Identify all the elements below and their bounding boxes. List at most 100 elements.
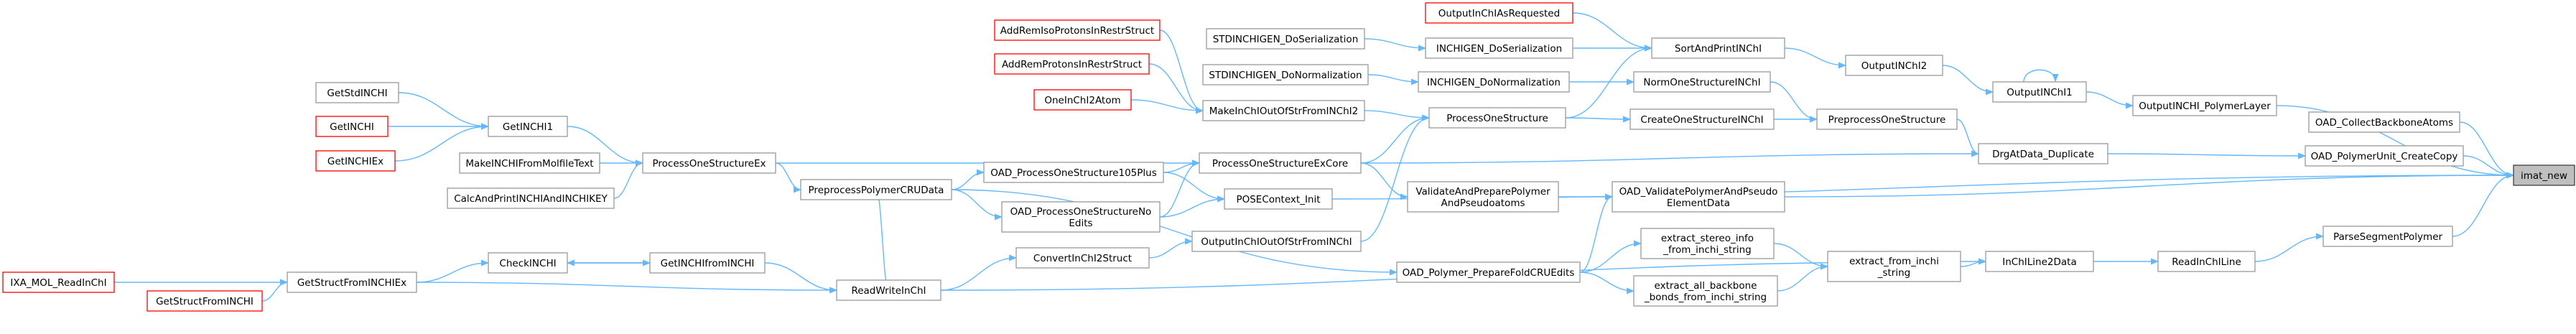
node-outputinchiasrequested[interactable]: OutputInChIAsRequested [1425,2,1573,24]
node-box [1612,181,1785,213]
edge-stdinchigen-doserialization-to-inchigen-doserialization [1364,38,1426,52]
node-box [315,82,399,103]
edge-preprocesspolymercrudata-to-oad-processonestructurenoedits [951,189,1003,221]
node-getstdinchi[interactable]: GetStdINCHI [315,82,399,103]
node-extract-stereo-info-from-inchi-string[interactable]: extract_stereo_info_from_inchi_string [1640,228,1775,259]
node-getinchiex[interactable]: GetINCHIEx [315,150,396,172]
node-box [1224,188,1333,210]
node-processonestructureexcore[interactable]: ProcessOneStructureExCore [1199,152,1362,174]
node-box [459,152,600,174]
node-box [488,116,568,137]
node-outputinchi1[interactable]: OutputINChI1 [1992,81,2087,103]
node-label: GetStructFromINCHIEx [297,277,406,289]
node-getstructfrominchiex[interactable]: GetStructFromINCHIEx [287,272,417,293]
node-oad-polymerunit-createcopy[interactable]: OAD_PolymerUnit_CreateCopy [2305,145,2464,167]
edge-sortandprintinchi-to-outputinchi2 [1784,47,1846,69]
node-ixa-mol-readinchi[interactable]: IXA_MOL_ReadInChI [2,272,115,293]
node-label: ProcessOneStructure [1446,113,1548,124]
node-outputinchioutofstrfrominchi[interactable]: OutputInChIOutOfStrFromINChI [1191,231,1362,252]
node-box [1396,261,1581,283]
edge-oad-processonestructure105plus-to-posecontext-init [1163,172,1225,203]
node-preprocesspolymercrudata[interactable]: PreprocessPolymerCRUData [800,179,952,200]
edge-outputinchioutofstrfrominchi-to-processonestructure [1360,114,1430,242]
node-label: OutputINCHI_PolymerLayer [2139,101,2271,112]
node-box [488,252,568,274]
node-createonestructureinchi[interactable]: CreateOneStructureINChI [1629,108,1775,130]
node-preprocessonestructure[interactable]: PreprocessOneStructure [1816,108,1958,130]
edge-getinchifrominchi-to-readwriteinchi [764,262,837,294]
node-label: ConvertInChI2Struct [1033,253,1132,264]
node-box [1629,108,1775,130]
node-readinchiline[interactable]: ReadInChILine [2157,251,2256,272]
edge-addremprotonsinrestrstruct-to-makeinchioutofstrfrominchi2 [1148,63,1204,114]
node-box [1845,55,1943,76]
node-label: PreprocessOneStructure [1828,114,1946,126]
node-parsesegmentpolymer[interactable]: ParseSegmentPolymer [2322,226,2453,247]
node-label: AddRemIsoProtonsInRestrStruct [1000,25,1154,37]
node-box [994,19,1161,41]
node-addremprotonsinrestrstruct[interactable]: AddRemProtonsInRestrStruct [994,53,1150,75]
edge-outputinchiasrequested-to-sortandprintinchi [1572,12,1652,52]
edge-getstructfrominchiex-to-checkinchi [416,259,489,283]
node-inchigen-donormalization[interactable]: INCHIGEN_DoNormalization [1418,71,1570,93]
node-box [994,53,1150,75]
node-extract-from-inchi-string[interactable]: extract_from_inchi_string [1827,251,1961,282]
node-extract-all-backbone-bonds-from-inchi-string[interactable]: extract_all_backbone_bonds_from_inchi_st… [1633,275,1778,307]
node-oad-processonestructure105plus[interactable]: OAD_ProcessOneStructure105Plus [983,162,1164,183]
node-sortandprintinchi[interactable]: SortAndPrintINChI [1651,37,1785,59]
node-inchigen-doserialization[interactable]: INCHIGEN_DoSerialization [1425,37,1573,59]
edge-parsesegmentpolymer-to-imat-new [2452,172,2514,237]
node-processonestructure[interactable]: ProcessOneStructure [1428,107,1566,129]
edge-preprocesspolymercrudata-to-oad-polymer-preparefoldcruedits [951,189,1398,276]
edge-preprocessonestructure-to-drgatdata-duplicate [1956,119,1979,157]
edge-oad-polymer-preparefoldcruedits-to-extract-stereo-info-from-inchi-string [1579,240,1642,273]
node-inchiline2data[interactable]: InChILine2Data [1985,251,2094,272]
edge-calcandprintinchiandinchikey-to-processonestructureex [613,159,643,199]
node-getinchi1[interactable]: GetINCHI1 [488,116,568,137]
node-stdinchigen-donormalization[interactable]: STDINCHIGEN_DoNormalization [1202,64,1369,85]
node-box [2513,164,2575,186]
node-posecontext-init[interactable]: POSEContext_Init [1224,188,1333,210]
node-convertinchi2struct[interactable]: ConvertInChI2Struct [1015,247,1150,269]
node-label: GetINCHI1 [503,121,553,133]
node-outputinchi-polymerlayer[interactable]: OutputINCHI_PolymerLayer [2132,95,2277,116]
node-label: ParseSegmentPolymer [2333,231,2443,243]
node-box [315,150,396,172]
node-normonestructureinchi[interactable]: NormOneStructureINChI [1633,71,1771,93]
node-stdinchigen-doserialization[interactable]: STDINCHIGEN_DoSerialization [1206,28,1365,50]
edge-oad-polymer-preparefoldcruedits-to-extract-all-backbone-bonds-from-inchi-string [1579,272,1635,294]
node-addremisoprotonsinrestrstruct[interactable]: AddRemIsoProtonsInRestrStruct [994,19,1161,41]
node-label: InChILine2Data [2002,256,2076,268]
node-box [1033,89,1132,111]
node-outputinchi2[interactable]: OutputINChI2 [1845,55,1943,76]
node-box [1978,143,2108,164]
node-makeinchioutofstrfrominchi2[interactable]: MakeInChIOutOfStrFromINChI2 [1202,100,1365,121]
node-getstructfrominchi[interactable]: GetStructFromINCHI [147,290,263,312]
node-label: OutputInChIOutOfStrFromINChI [1201,236,1352,248]
node-box [983,162,1164,183]
node-box [2308,111,2460,133]
node-label: MakeInChIOutOfStrFromINChI2 [1209,106,1358,117]
call-edges [114,12,2514,302]
node-oad-polymer-preparefoldcruedits[interactable]: OAD_Polymer_PrepareFoldCRUEdits [1396,261,1581,283]
node-getinchifrominchi[interactable]: GetINCHIfromINCHI [649,252,766,274]
node-oad-collectbackboneatoms[interactable]: OAD_CollectBackboneAtoms [2308,111,2460,133]
node-processonestructureex[interactable]: ProcessOneStructureEx [642,152,776,174]
node-drgatdata-duplicate[interactable]: DrgAtData_Duplicate [1978,143,2108,164]
node-imat-new[interactable]: imat_new [2513,164,2575,186]
node-box [642,152,776,174]
edge-oad-validatepolymerandpseudoelementdata-to-imat-new [1784,172,2514,198]
node-oneinchi2atom[interactable]: OneInChI2Atom [1033,89,1132,111]
node-getinchi[interactable]: GetINCHI [315,116,389,137]
node-label: GetINCHIfromINCHI [661,258,755,269]
node-label: STDINCHIGEN_DoNormalization [1209,70,1362,81]
function-nodes: OutputInChIAsRequestedAddRemIsoProtonsIn… [2,2,2575,312]
node-checkinchi[interactable]: CheckINCHI [488,252,568,274]
node-readwriteinchi[interactable]: ReadWriteInChI [836,279,941,301]
node-makeinchifrommolfiletext[interactable]: MakeINCHIFromMolfileText [459,152,600,174]
node-label: AndPseudoatoms [1441,198,1525,209]
node-calcandprintinchiandinchikey[interactable]: CalcAndPrintINCHIAndINCHIKEY [447,187,615,209]
